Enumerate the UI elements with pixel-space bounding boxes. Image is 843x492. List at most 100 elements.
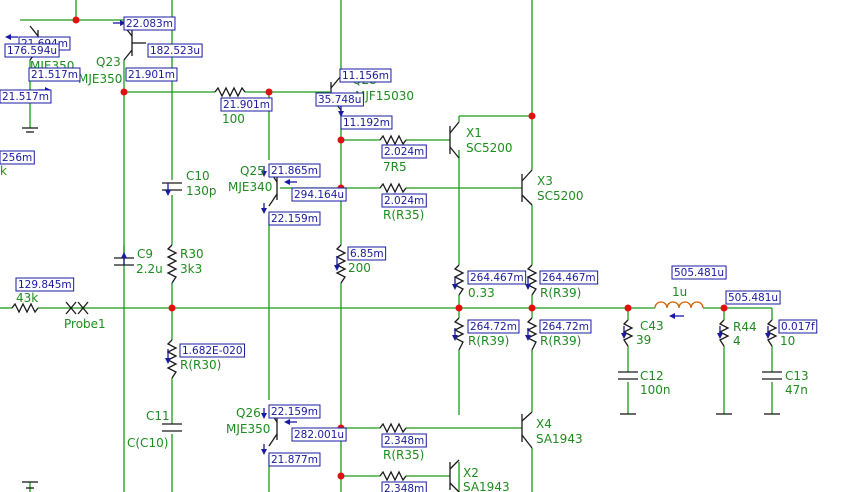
probe-p-22159-b[interactable]: 22.159m [268,404,321,419]
probe-value: 2.024m [384,146,424,158]
probe-p-26472-a[interactable]: 264.72m [467,319,520,334]
probe-p-22159-a[interactable]: 22.159m [268,211,321,226]
probe-marker [65,301,89,315]
label-c11-name: C11 [146,409,170,423]
probe-p-11192[interactable]: 11.192m [340,115,393,130]
label-x3-type: SC5200 [537,189,584,203]
probe-p-21865[interactable]: 21.865m [268,163,321,178]
probe-p-2024-a[interactable]: 2.024m [381,144,427,159]
probe-p-264467-a[interactable]: 264.467m [467,270,527,285]
probe-p-2024-b[interactable]: 2.024m [381,193,427,208]
label-c9-name: C9 [137,247,153,261]
probe-value: 505.481u [728,292,778,304]
probe-box [0,150,35,165]
probe-box [539,319,592,334]
probe-p-q23-top[interactable]: 22.083m [123,16,176,31]
label-x2-name: X2 [463,466,479,480]
label-rr39-c: R(R39) [540,334,581,348]
probe-p-2348-a[interactable]: 2.348m [381,433,427,448]
probe-value: 0.017f [781,321,815,333]
label-c43-name: C43 [640,319,664,333]
probe-value: 264.72m [542,321,589,333]
probe-p-129845[interactable]: 129.845m [15,277,75,292]
probe-p-2348-b[interactable]: 2.348m [381,481,427,492]
probe-p-176594[interactable]: 176.594u [4,43,60,58]
probe-value: 6.85m [350,248,384,260]
label-c13-name: C13 [785,369,809,383]
capacitors [114,182,782,432]
probe-p-21901-r[interactable]: 21.901m [220,97,273,112]
probe-p-26472-b[interactable]: 264.72m [539,319,592,334]
probe-p-0017[interactable]: 0.017f [778,319,818,334]
probe-box [147,43,203,58]
probe-value: 11.192m [343,117,390,129]
probe-p-505481-b[interactable]: 505.481u [725,290,781,305]
probe-value: 11.156m [342,70,389,82]
probe-box [340,115,393,130]
label-r10-val: 10 [780,334,795,348]
probe-box [467,270,527,285]
probe-p-505481-a[interactable]: 505.481u [671,265,727,280]
label-c9-val: 2.2u [136,262,163,276]
probe-p-1682[interactable]: 1.682E-020 [179,343,246,358]
probe-value: 35.748u [318,94,361,106]
probe-p-21877[interactable]: 21.877m [268,452,321,467]
probe-value: 1.682E-020 [182,345,243,357]
probe-box [4,43,60,58]
label-x4-name: X4 [536,417,552,431]
probe-p-256[interactable]: 256m [0,150,35,165]
label-x1-name: X1 [466,126,482,140]
probe-p-282001[interactable]: 282.001u [291,427,347,442]
probe-box [220,97,273,112]
probe-box [291,187,347,202]
probe-p-264467-b[interactable]: 264.467m [539,270,599,285]
probe-value: 264.72m [470,321,517,333]
label-rr30-val: R(R30) [180,358,221,372]
probe-box [0,89,52,104]
probe-box [123,16,176,31]
probe-value: 129.845m [18,279,72,291]
label-probe-name: Probe1 [64,317,106,331]
probe-p-294164[interactable]: 294.164u [291,187,347,202]
label-r200-val: 200 [348,261,371,275]
label-r44-name: R44 [733,320,757,334]
label-rr35-lower: R(R35) [383,448,424,462]
label-rr39-a: R(R39) [540,286,581,300]
probe-box [28,67,81,82]
probe-p-685[interactable]: 6.85m [347,246,387,261]
probe-box [381,481,427,492]
probe-p-35748[interactable]: 35.748u [315,92,364,107]
label-x1-type: SC5200 [466,141,513,155]
probe-value: 21.877m [271,454,318,466]
junction-nodes [72,16,728,480]
component-labels: Q23MJE350MJE350100Q28MJF15030X1SC52007R5… [0,55,809,492]
probe-p-21517-b[interactable]: 21.517m [0,89,52,104]
label-c43-val: 39 [636,333,651,347]
label-q25-name: Q25 [240,164,265,178]
probe-value: 21.517m [2,91,49,103]
label-l-val: 1u [672,285,687,299]
label-c10-val: 130p [186,184,217,198]
label-r7r5-val: 7R5 [383,160,407,174]
label-r44-val: 4 [733,334,741,348]
probe-value: 2.348m [384,483,424,492]
probe-p-21517-a[interactable]: 21.517m [28,67,81,82]
probe-value: 21.901m [128,69,175,81]
probe-p-11156[interactable]: 11.156m [339,68,392,83]
probe-value: 22.159m [271,406,318,418]
probe-p-182523[interactable]: 182.523u [147,43,203,58]
label-q25-type: MJE340 [228,180,272,194]
probe-p-21901-q23[interactable]: 21.901m [125,67,178,82]
probe-box [179,343,246,358]
probe-box [268,163,321,178]
inductor [654,301,704,309]
probe-box [291,427,347,442]
probe-box [125,67,178,82]
probe-box [268,404,321,419]
probe-box [467,319,520,334]
label-r-top-val: 100 [222,112,245,126]
probe-box [671,265,727,280]
label-k-text: k [0,164,7,178]
label-c11-val: C(C10) [127,436,168,450]
label-rr35-upper: R(R35) [383,208,424,222]
